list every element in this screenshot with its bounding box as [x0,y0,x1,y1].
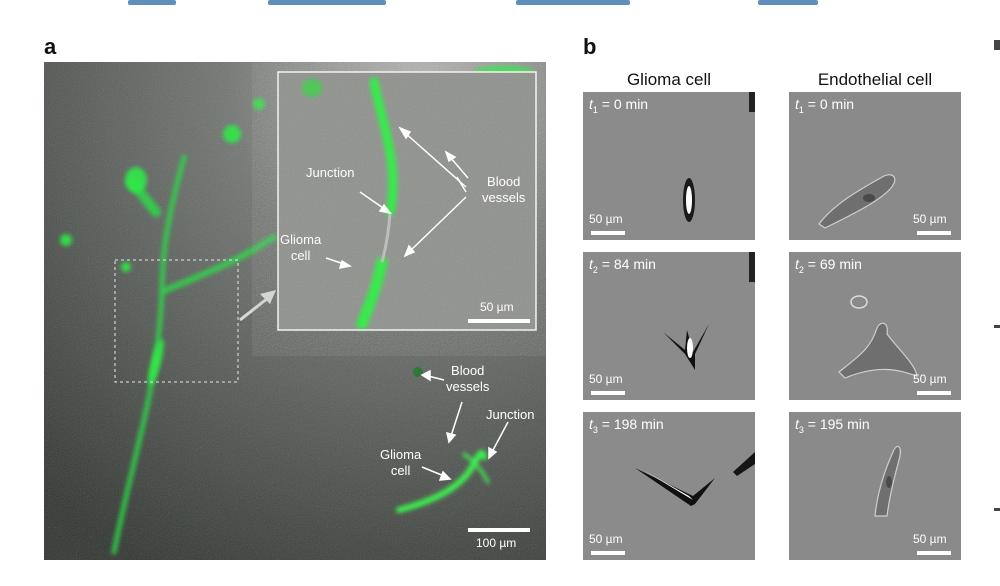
scale-label: 50 µm [913,532,947,546]
panel-a-micrograph: Junction Glioma cell Blood vessels 50 µm… [44,62,546,560]
time-label: t3 = 195 min [795,416,870,435]
panel-a-image [44,62,546,560]
main-scale-bar [468,528,530,532]
zoom-region-box [114,259,239,383]
scale-bar [917,231,951,235]
scale-label: 50 µm [913,372,947,386]
time-label: t3 = 198 min [589,416,664,435]
zoom-arrow [239,296,269,322]
cropped-header-text [0,0,1000,12]
tile-endothelial-t1: t1 = 0 min 50 µm [789,92,961,240]
cropped-mark [994,325,1000,328]
scale-label: 50 µm [589,372,623,386]
main-scale-label: 100 µm [476,536,517,550]
tile-endothelial-t2: t2 = 69 min 50 µm [789,252,961,400]
tile-endothelial-t3: t3 = 195 min 50 µm [789,412,961,560]
scale-bar [591,391,625,395]
scale-bar [591,231,625,235]
cropped-panel-letter [994,40,1000,50]
panel-a-letter: a [44,34,57,59]
time-label: t1 = 0 min [795,96,855,115]
panel-b-letter: b [583,34,597,59]
main-junction-label: Junction [486,407,535,422]
tile-glioma-t1: t1 = 0 min 50 µm [583,92,755,240]
inset-glioma-label: Glioma cell [280,232,322,263]
column-title-glioma: Glioma cell [626,70,712,89]
time-label: t2 = 84 min [589,256,656,275]
inset-image [277,71,537,481]
scale-label: 50 µm [589,532,623,546]
scale-bar [917,391,951,395]
scale-label: 50 µm [913,212,947,226]
cropped-mark [994,508,1000,511]
inset-scale-bar [468,319,530,323]
scale-label: 50 µm [589,212,623,226]
column-title-endothelial: Endothelial cell [817,70,933,89]
green-blob [125,167,147,193]
main-vessels-label: Blood vessels [446,363,490,394]
tile-glioma-t3: t3 = 198 min 50 µm [583,412,755,560]
inset-junction-label: Junction [306,165,355,180]
time-label: t2 = 69 min [795,256,862,275]
scale-bar [591,551,625,555]
main-glioma-label: Glioma cell [380,447,422,478]
scale-bar [917,551,951,555]
tile-glioma-t2: t2 = 84 min 50 µm [583,252,755,400]
inset-vessels-label: Blood vessels [482,174,526,205]
time-label: t1 = 0 min [589,96,649,115]
inset-scale-label: 50 µm [480,300,514,314]
